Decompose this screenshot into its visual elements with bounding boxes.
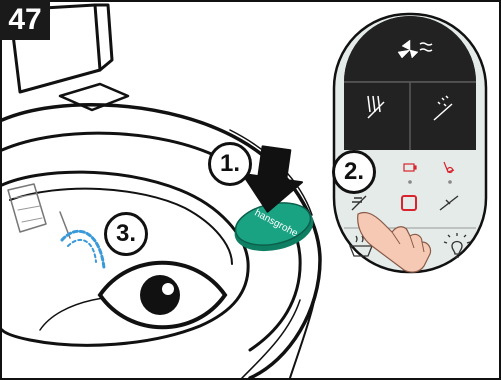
step-2-badge: 2.	[332, 150, 376, 194]
remote-control	[334, 14, 486, 272]
remote-top-disc	[344, 16, 476, 150]
step-3-badge: 3.	[104, 212, 148, 256]
page-number: 47	[0, 0, 50, 40]
step-1-badge: 1.	[208, 142, 252, 186]
